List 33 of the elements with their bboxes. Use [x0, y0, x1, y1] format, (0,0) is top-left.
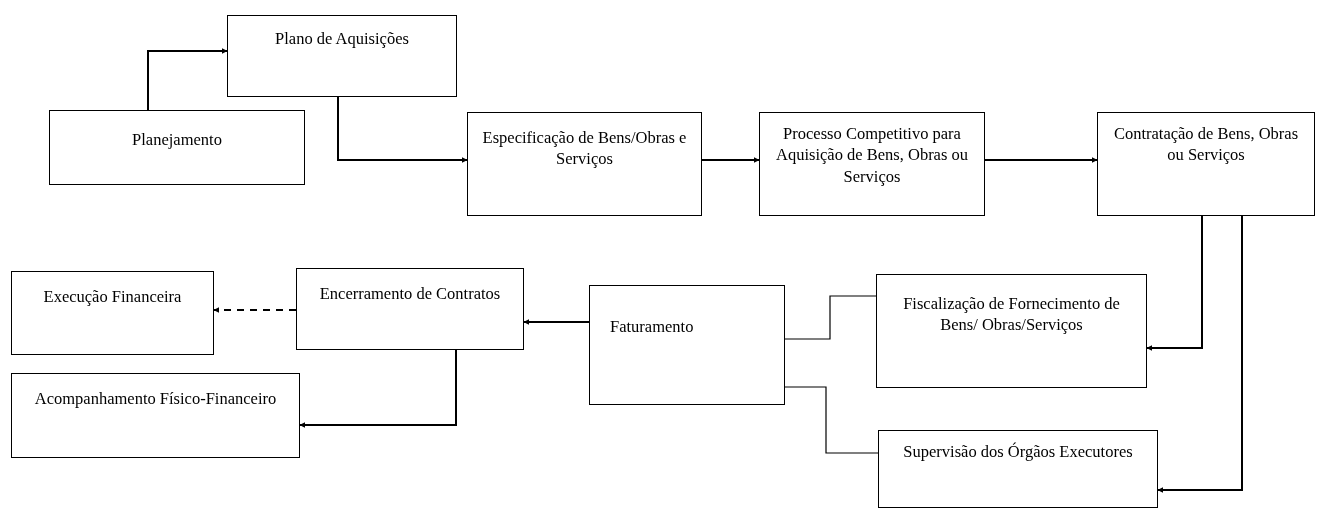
box-label: Planejamento: [132, 129, 222, 151]
process-box: [11, 271, 214, 355]
connector-line: [784, 295, 877, 340]
box-label: Processo Competitivo para Aquisição de Bens, Obras ou Serviços: [775, 123, 969, 188]
box-label: Especificação de Bens/Obras e Serviços: [481, 127, 688, 170]
box-label: Fiscalização de Fornecimento de Bens/ Obras/Serviços: [902, 293, 1121, 336]
box-label: Encerramento de Contratos: [319, 283, 501, 305]
arrow: [984, 157, 1098, 163]
arrow: [337, 96, 468, 163]
process-box: [759, 112, 985, 216]
arrow: [523, 319, 590, 325]
box-label: Supervisão dos Órgãos Executores: [903, 441, 1133, 463]
arrow: [701, 157, 760, 163]
process-box: [11, 373, 300, 458]
arrow: [1146, 215, 1203, 351]
box-label: Plano de Aquisições: [275, 28, 409, 50]
box-label: Contratação de Bens, Obras ou Serviços: [1112, 123, 1300, 166]
dashed-arrow: [213, 307, 297, 313]
process-box: [49, 110, 305, 185]
connector-line: [784, 386, 879, 454]
process-box: [878, 430, 1158, 508]
process-box: [227, 15, 457, 97]
process-box: [1097, 112, 1315, 216]
process-box: [296, 268, 524, 350]
box-label: Acompanhamento Físico-Financeiro: [34, 388, 277, 410]
arrow: [147, 48, 228, 111]
arrow: [1157, 215, 1243, 493]
process-box: [876, 274, 1147, 388]
box-label: Execução Financeira: [43, 286, 182, 308]
box-label: Faturamento: [610, 316, 694, 338]
process-box: [589, 285, 785, 405]
arrow: [299, 349, 457, 428]
process-box: [467, 112, 702, 216]
